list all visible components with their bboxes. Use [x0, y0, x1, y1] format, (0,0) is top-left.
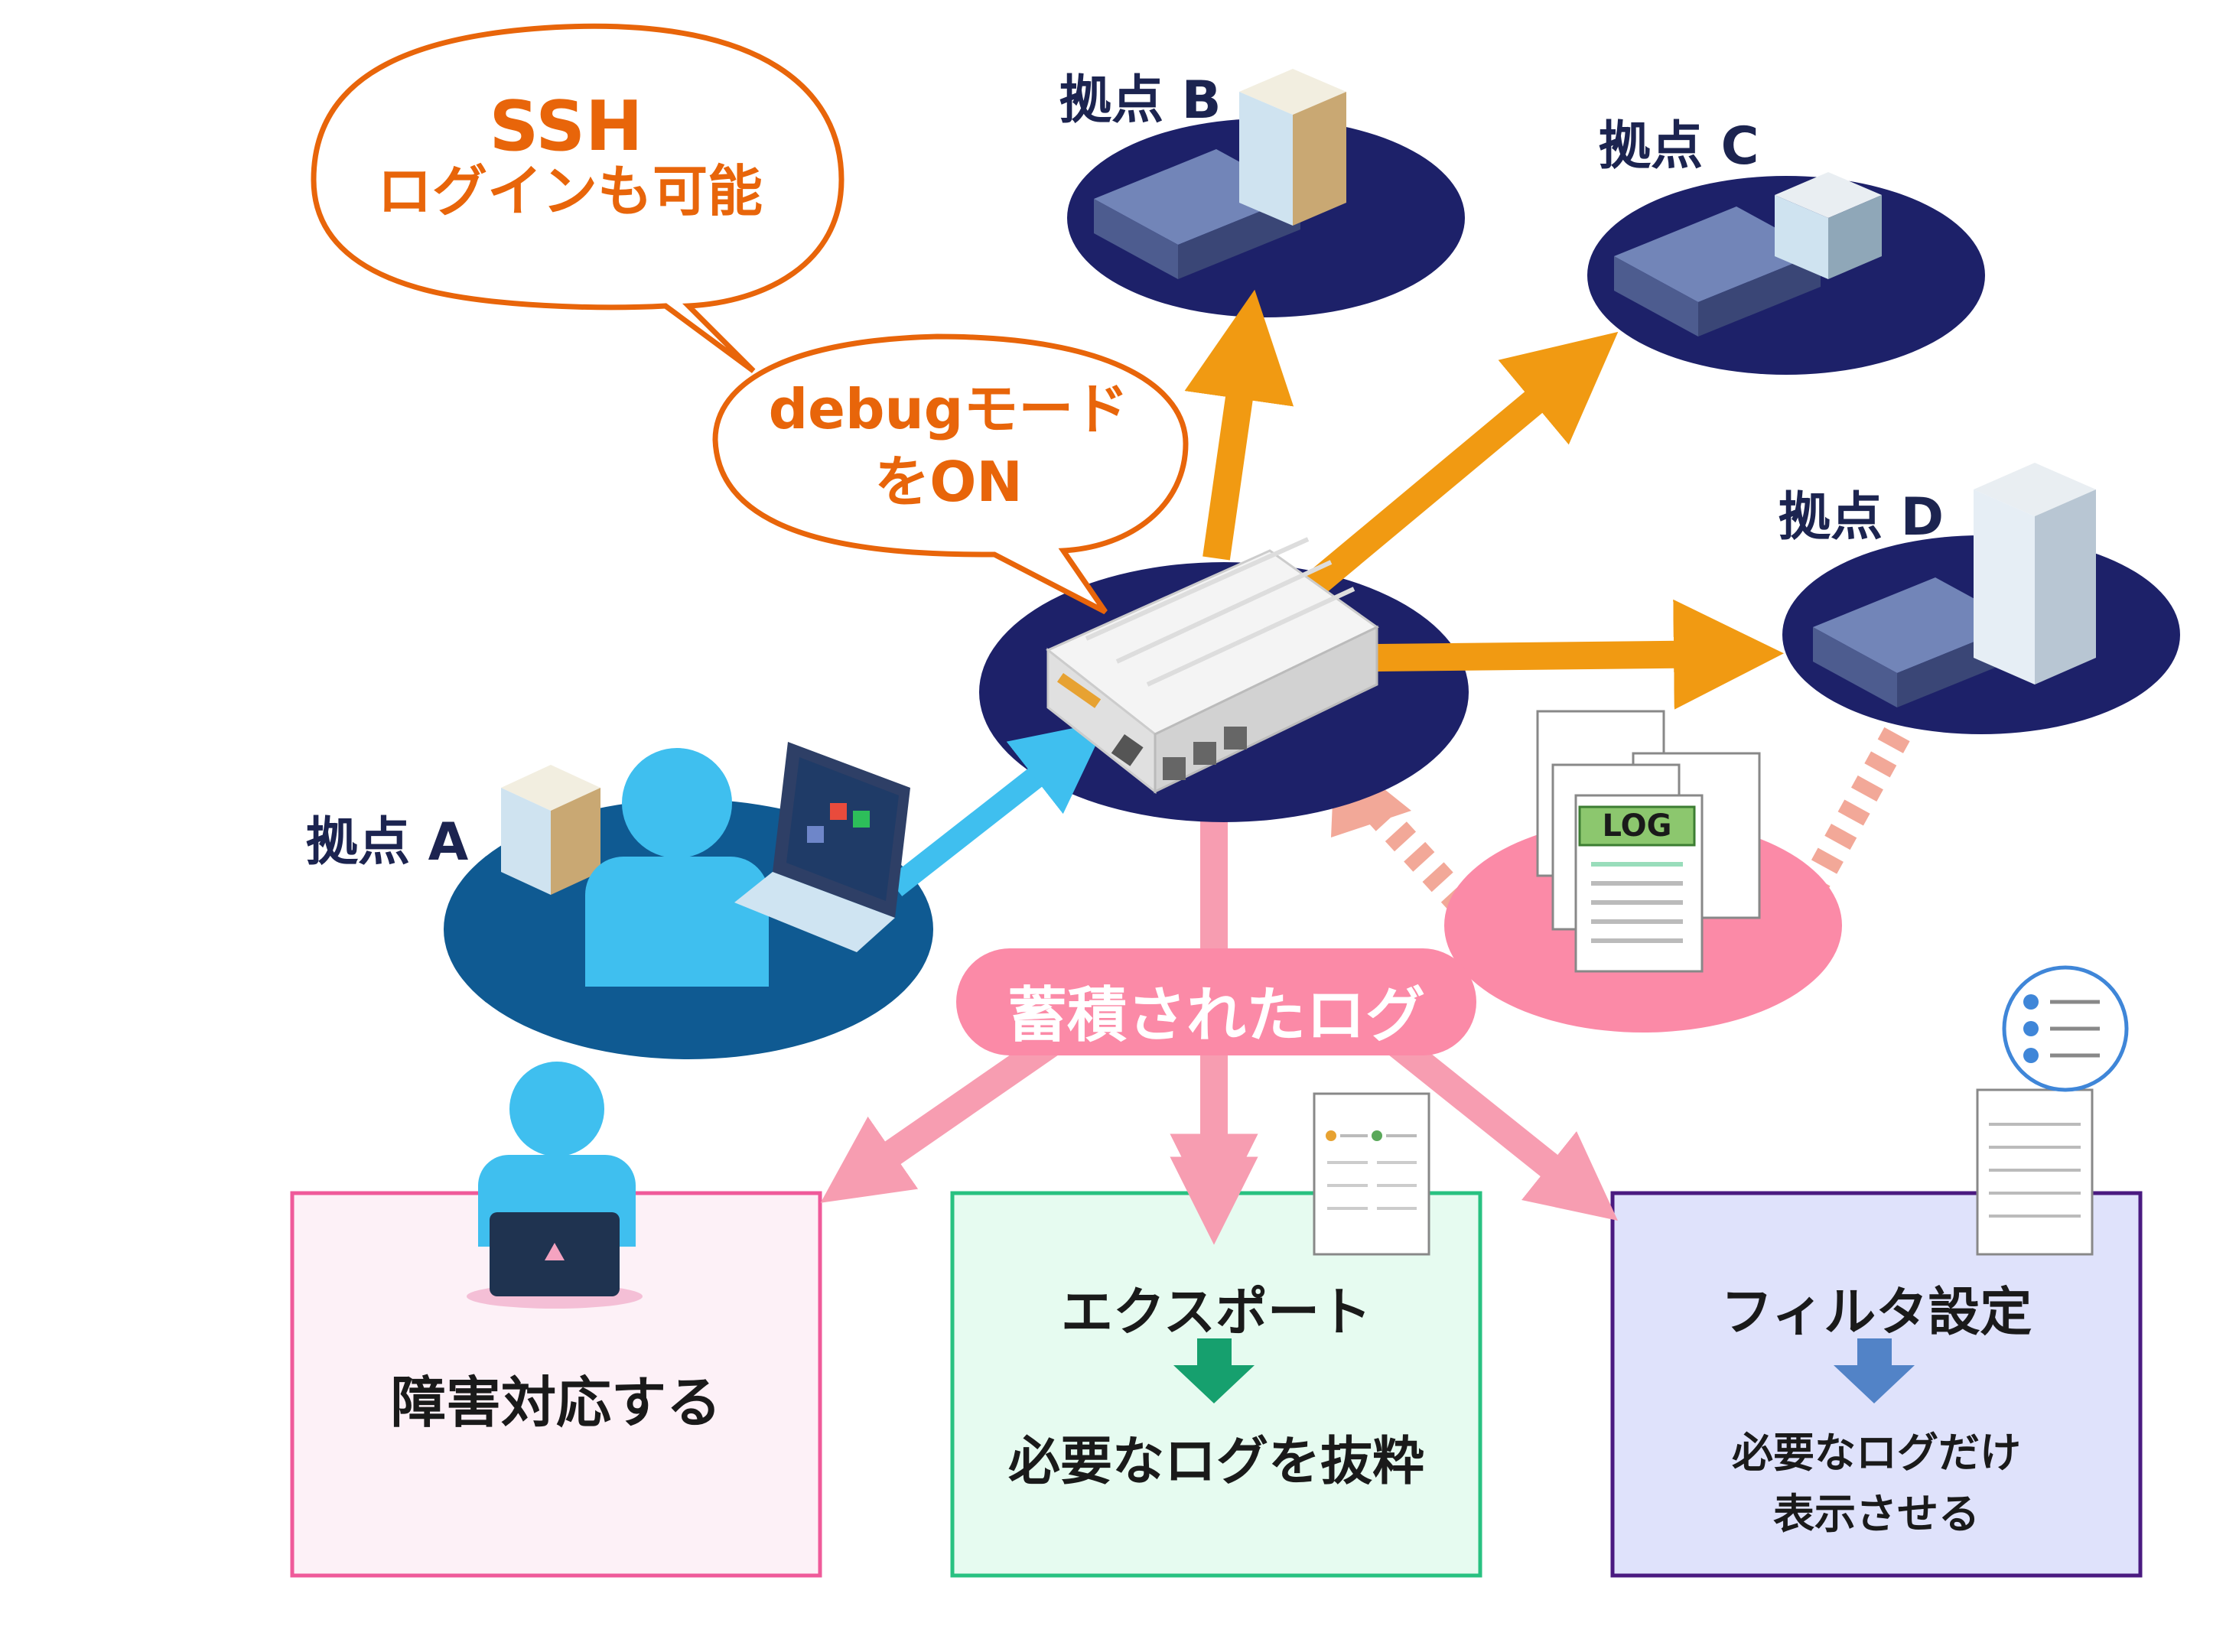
export-title: エクスポート [1061, 1283, 1372, 1343]
site-a-building-icon [501, 765, 600, 895]
arrow-to-site-c [1291, 331, 1619, 607]
ssh-speech-bubble [311, 23, 845, 373]
arrow-to-incident [820, 1029, 1064, 1203]
arrow-to-site-b [1184, 289, 1294, 561]
export-document-icon [1313, 1092, 1430, 1256]
ssh-callout-line1: SSH [489, 86, 643, 167]
laptop-icon [734, 742, 910, 952]
dashed-log-flow-center [1365, 801, 1473, 912]
export-down-arrow [1173, 1338, 1255, 1403]
site-b-building-icon [1239, 69, 1346, 226]
filter-result-line2: 表示させる [1773, 1490, 1980, 1538]
filter-down-arrow [1834, 1338, 1915, 1403]
log-tag: LOG [1602, 808, 1672, 844]
site-c-router-icon [1614, 206, 1821, 337]
site-a-label: 拠点 A [306, 812, 469, 873]
hub-router-icon [1046, 537, 1379, 795]
center-label-pill [956, 948, 1476, 1055]
operator-person-icon [585, 748, 769, 987]
filter-highlight-bubble-icon [2002, 965, 2129, 1092]
debug-callout-line2: をON [874, 450, 1023, 514]
site-c-label: 拠点 C [1599, 116, 1759, 177]
incident-person-icon [467, 1062, 643, 1309]
filter-result-line1: 必要なログだけ [1732, 1429, 2021, 1477]
filter-title: フィルタ設定 [1720, 1283, 2032, 1343]
arrow-laptop-to-hub [887, 721, 1108, 896]
ssh-callout-line2: ログインも可能 [376, 159, 763, 223]
center-label: 蓄積されたログ [1007, 981, 1425, 1050]
arrow-to-site-d [1376, 599, 1784, 710]
site-c-building-icon [1775, 172, 1882, 279]
site-b-label: 拠点 B [1059, 70, 1222, 131]
export-result: 必要なログを抜粋 [1007, 1432, 1424, 1492]
site-d-label: 拠点 D [1779, 487, 1945, 548]
log-documents-icon [1536, 710, 1761, 973]
dashed-log-flow-site-d [1800, 727, 1910, 895]
site-d-building-icon [1974, 463, 2096, 685]
debug-speech-bubble [712, 333, 1189, 615]
filter-document-icon [1976, 1088, 2094, 1256]
arrow-to-filter [1383, 1029, 1618, 1221]
incident-label: 障害対応する [390, 1371, 721, 1435]
debug-callout-line1: debugモード [768, 377, 1129, 441]
